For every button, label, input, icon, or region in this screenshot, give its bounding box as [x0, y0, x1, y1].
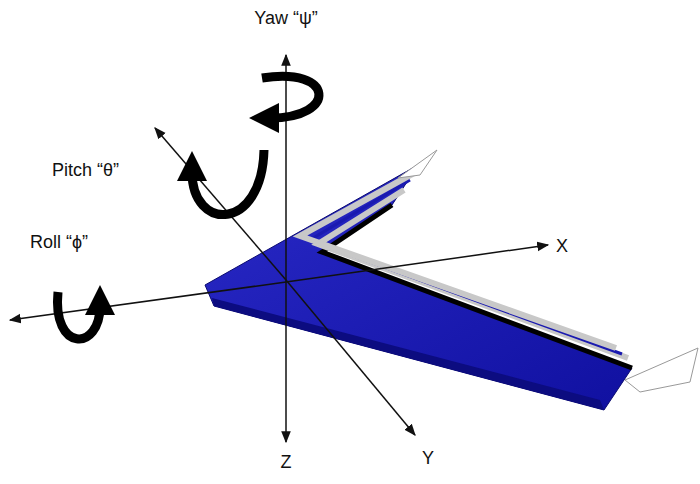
pitch-arrow	[192, 150, 264, 215]
axis-label: Z	[281, 452, 292, 474]
axis-label: Y	[422, 448, 434, 470]
rotation-arrows	[57, 76, 318, 339]
z-axis	[285, 280, 287, 442]
roll-axis	[10, 282, 286, 320]
yaw-axis	[285, 55, 287, 280]
axis-label: Roll “ϕ”	[30, 232, 88, 254]
x-axis	[286, 245, 548, 282]
axis-label: Yaw “ψ”	[254, 8, 318, 30]
roll-arrow	[57, 292, 100, 339]
winglet	[625, 348, 698, 392]
pitch-axis	[155, 128, 286, 280]
yaw-arrow	[262, 76, 319, 118]
axis-label: X	[556, 236, 568, 258]
axis-label: Pitch “θ”	[52, 160, 119, 182]
flying-wing	[205, 150, 698, 410]
y-axis	[286, 280, 415, 435]
axes	[10, 55, 548, 442]
winglet	[398, 150, 437, 178]
